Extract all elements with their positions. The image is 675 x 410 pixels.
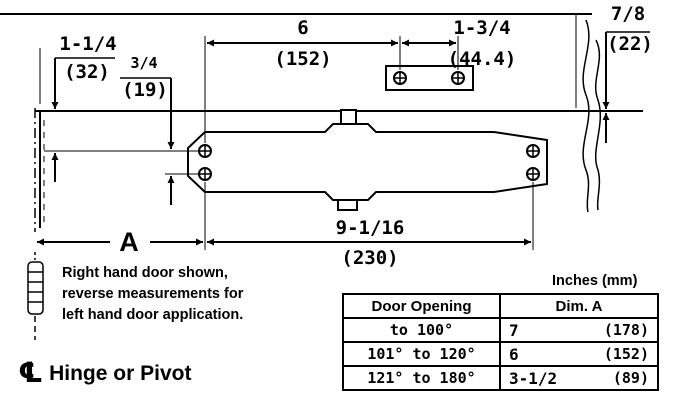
- centerline-icon: ℄: [18, 357, 44, 388]
- dim-a-table: Door Opening Dim. A to 100° 7 (178) 101° …: [342, 293, 659, 391]
- header-dim-a: Dim. A: [499, 293, 659, 319]
- note-line-2: reverse measurements for: [62, 286, 244, 302]
- dim-1-3-4-mm: (44.4): [448, 48, 517, 70]
- dim-1-3-4-inches: 1-3/4: [453, 17, 510, 39]
- dim-1-1-4-inches: 1-1/4: [59, 33, 116, 55]
- closer-spindle: [340, 109, 357, 125]
- dim-7-8-inches: 7/8: [611, 3, 645, 25]
- table-header-row: Door Opening Dim. A: [342, 293, 659, 319]
- row-opening: 121° to 180°: [342, 365, 501, 391]
- hinge-icon: [27, 252, 44, 340]
- hinge-centerline-label: ℄Hinge or Pivot: [18, 356, 191, 389]
- dim-a-inches: 6: [509, 344, 519, 364]
- note-line-1: Right hand door shown,: [62, 265, 228, 281]
- table-row: to 100° 7 (178): [342, 317, 659, 343]
- door-closer-body: [187, 123, 548, 201]
- closer-bottom-stub: [337, 199, 358, 211]
- dim-9-1-16-mm: (230): [341, 247, 398, 269]
- dim-3-4-inches: 3/4: [130, 54, 157, 72]
- dim-a-mm: (178): [603, 320, 649, 339]
- bracket-screw-holes: [393, 71, 465, 85]
- row-opening: 101° to 120°: [342, 341, 501, 367]
- dim-a-inches: 3-1/2: [509, 368, 558, 388]
- break-line-outer: [582, 19, 590, 213]
- dim-9-1-16-inches: 9-1/16: [336, 217, 405, 239]
- dim-3-4-mm: (19): [122, 79, 168, 101]
- row-dim-a: 7 (178): [499, 317, 659, 343]
- note-line-3: left hand door application.: [62, 307, 244, 323]
- row-opening: to 100°: [342, 317, 501, 343]
- header-door-opening: Door Opening: [342, 293, 501, 319]
- door-hand-note: Right hand door shown, reverse measureme…: [62, 263, 243, 326]
- dim-6-mm: (152): [274, 48, 331, 70]
- table-row: 101° to 120° 6 (152): [342, 341, 659, 367]
- dim-7-8-mm: (22): [607, 33, 653, 55]
- closer-screw-holes: [198, 144, 540, 181]
- dim-a-inches: 7: [509, 320, 519, 340]
- row-dim-a: 6 (152): [499, 341, 659, 367]
- hinge-or-pivot-text: Hinge or Pivot: [49, 362, 192, 385]
- break-line-inner: [594, 39, 602, 211]
- dim-a-mm: (89): [612, 368, 649, 387]
- units-label: Inches (mm): [552, 273, 638, 289]
- dim-6-inches: 6: [297, 17, 308, 39]
- dim-a-mm: (152): [603, 344, 649, 363]
- extension-lines: [39, 15, 577, 250]
- table-row: 121° to 180° 3-1/2 (89): [342, 365, 659, 391]
- dim-1-1-4-mm: (32): [64, 61, 110, 83]
- dim-a-label: A: [119, 227, 139, 257]
- row-dim-a: 3-1/2 (89): [499, 365, 659, 391]
